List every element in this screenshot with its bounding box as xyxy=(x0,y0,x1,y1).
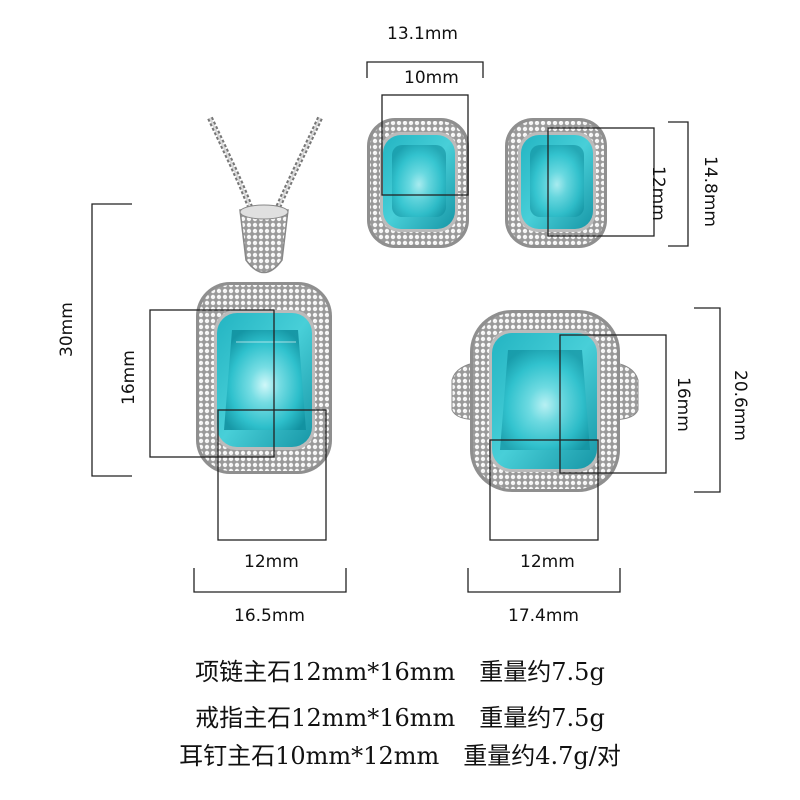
earring-right xyxy=(505,118,607,248)
pendant-total-height-label: 30mm xyxy=(57,302,77,357)
ring-stone-width-label: 12mm xyxy=(520,552,575,572)
spec-line-earring: 耳钉主石10mm*12mm 重量约4.7g/对 xyxy=(179,742,621,770)
ring-stone-height-label: 16mm xyxy=(673,377,693,432)
necklace-chain xyxy=(207,116,323,214)
earring-stone-width-label: 10mm xyxy=(404,68,459,88)
earring-left xyxy=(367,118,469,248)
spec-line-necklace: 项链主石12mm*16mm 重量约7.5g xyxy=(195,658,605,686)
pendant xyxy=(196,282,332,474)
pendant-stone-height-label: 16mm xyxy=(119,350,139,405)
ring-outer-height-label: 20.6mm xyxy=(730,370,750,441)
pendant-bail xyxy=(239,204,289,274)
ring xyxy=(451,310,639,492)
earring-outer-width-label: 13.1mm xyxy=(387,24,458,44)
pendant-outer-width-label: 16.5mm xyxy=(234,606,305,626)
ring-outer-width-label: 17.4mm xyxy=(508,606,579,626)
pendant-stone-width-label: 12mm xyxy=(244,552,299,572)
dimension-lines xyxy=(91,61,721,593)
earring-outer-height-label: 14.8mm xyxy=(700,156,720,227)
spec-line-ring: 戒指主石12mm*16mm 重量约7.5g xyxy=(195,704,605,732)
earring-stone-height-label: 12mm xyxy=(648,166,668,221)
